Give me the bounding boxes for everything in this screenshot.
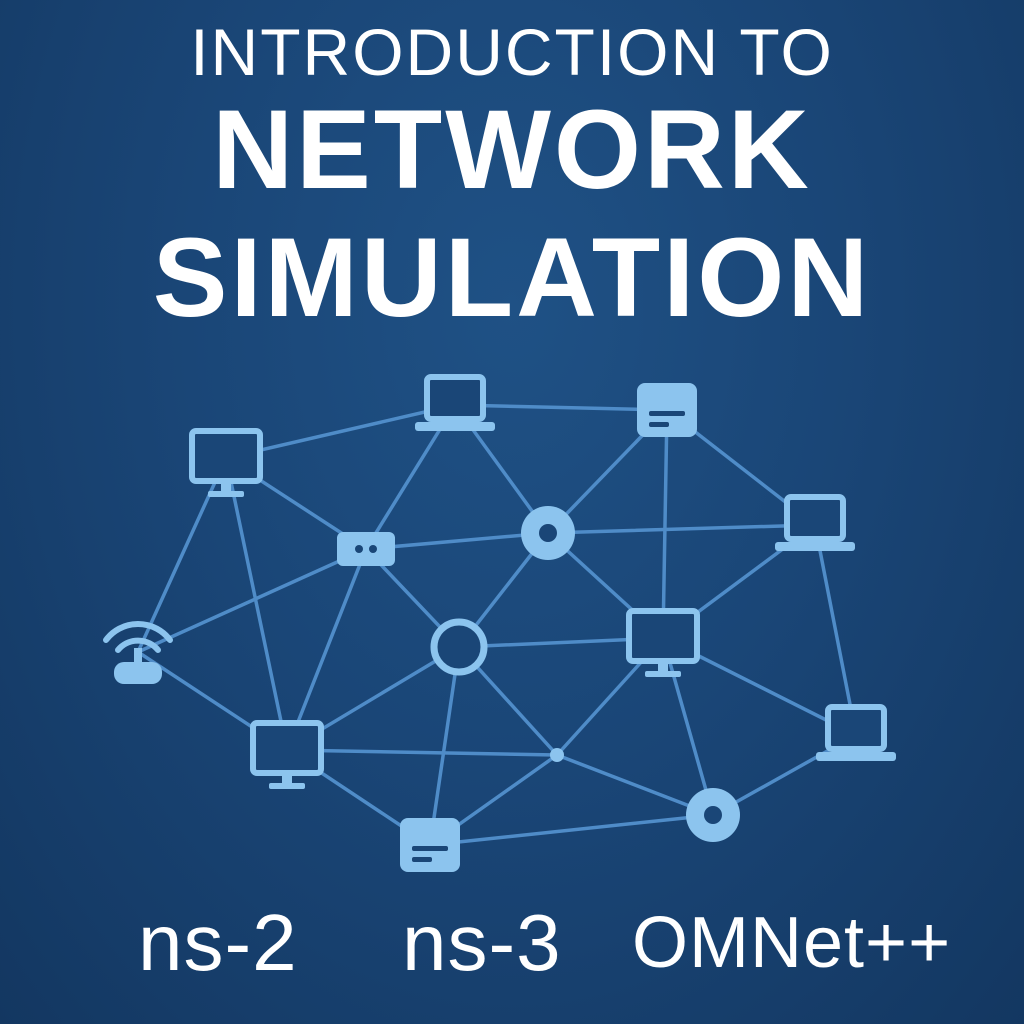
network-link	[813, 523, 858, 737]
network-link	[136, 547, 368, 654]
monitor-icon	[626, 608, 700, 677]
network-link	[285, 547, 368, 752]
switch-icon	[337, 532, 395, 566]
laptop-icon	[775, 494, 855, 551]
network-link	[661, 636, 715, 817]
tool-label-omnet: OMNet++	[632, 903, 952, 983]
network-link	[428, 813, 715, 847]
network-link	[546, 523, 817, 535]
tool-label-ns2: ns-2	[138, 898, 298, 987]
wifi-router-icon	[103, 621, 173, 684]
network-link	[285, 748, 559, 757]
network-link	[428, 645, 461, 847]
junction-dot-icon	[550, 748, 564, 762]
network-nodes	[103, 374, 896, 872]
laptop-icon	[415, 374, 495, 431]
title-intro: INTRODUCTION TO	[190, 15, 834, 89]
monitor-icon	[250, 720, 324, 789]
title-network: NETWORK	[212, 87, 812, 212]
network-link	[136, 456, 228, 654]
server-icon	[400, 818, 460, 872]
network-link	[364, 531, 550, 551]
network-link	[453, 403, 669, 412]
monitor-icon	[189, 428, 263, 497]
server-icon	[637, 383, 697, 437]
network-link	[224, 456, 289, 752]
hub-icon	[686, 788, 740, 842]
network-link	[555, 753, 715, 817]
title-simulation: SIMULATION	[152, 215, 872, 340]
network-link	[224, 403, 457, 460]
tool-label-ns3: ns-3	[402, 898, 562, 987]
hub-icon	[521, 506, 575, 560]
laptop-icon	[816, 704, 896, 761]
ring-node-icon	[430, 618, 488, 676]
network-link	[661, 408, 669, 640]
